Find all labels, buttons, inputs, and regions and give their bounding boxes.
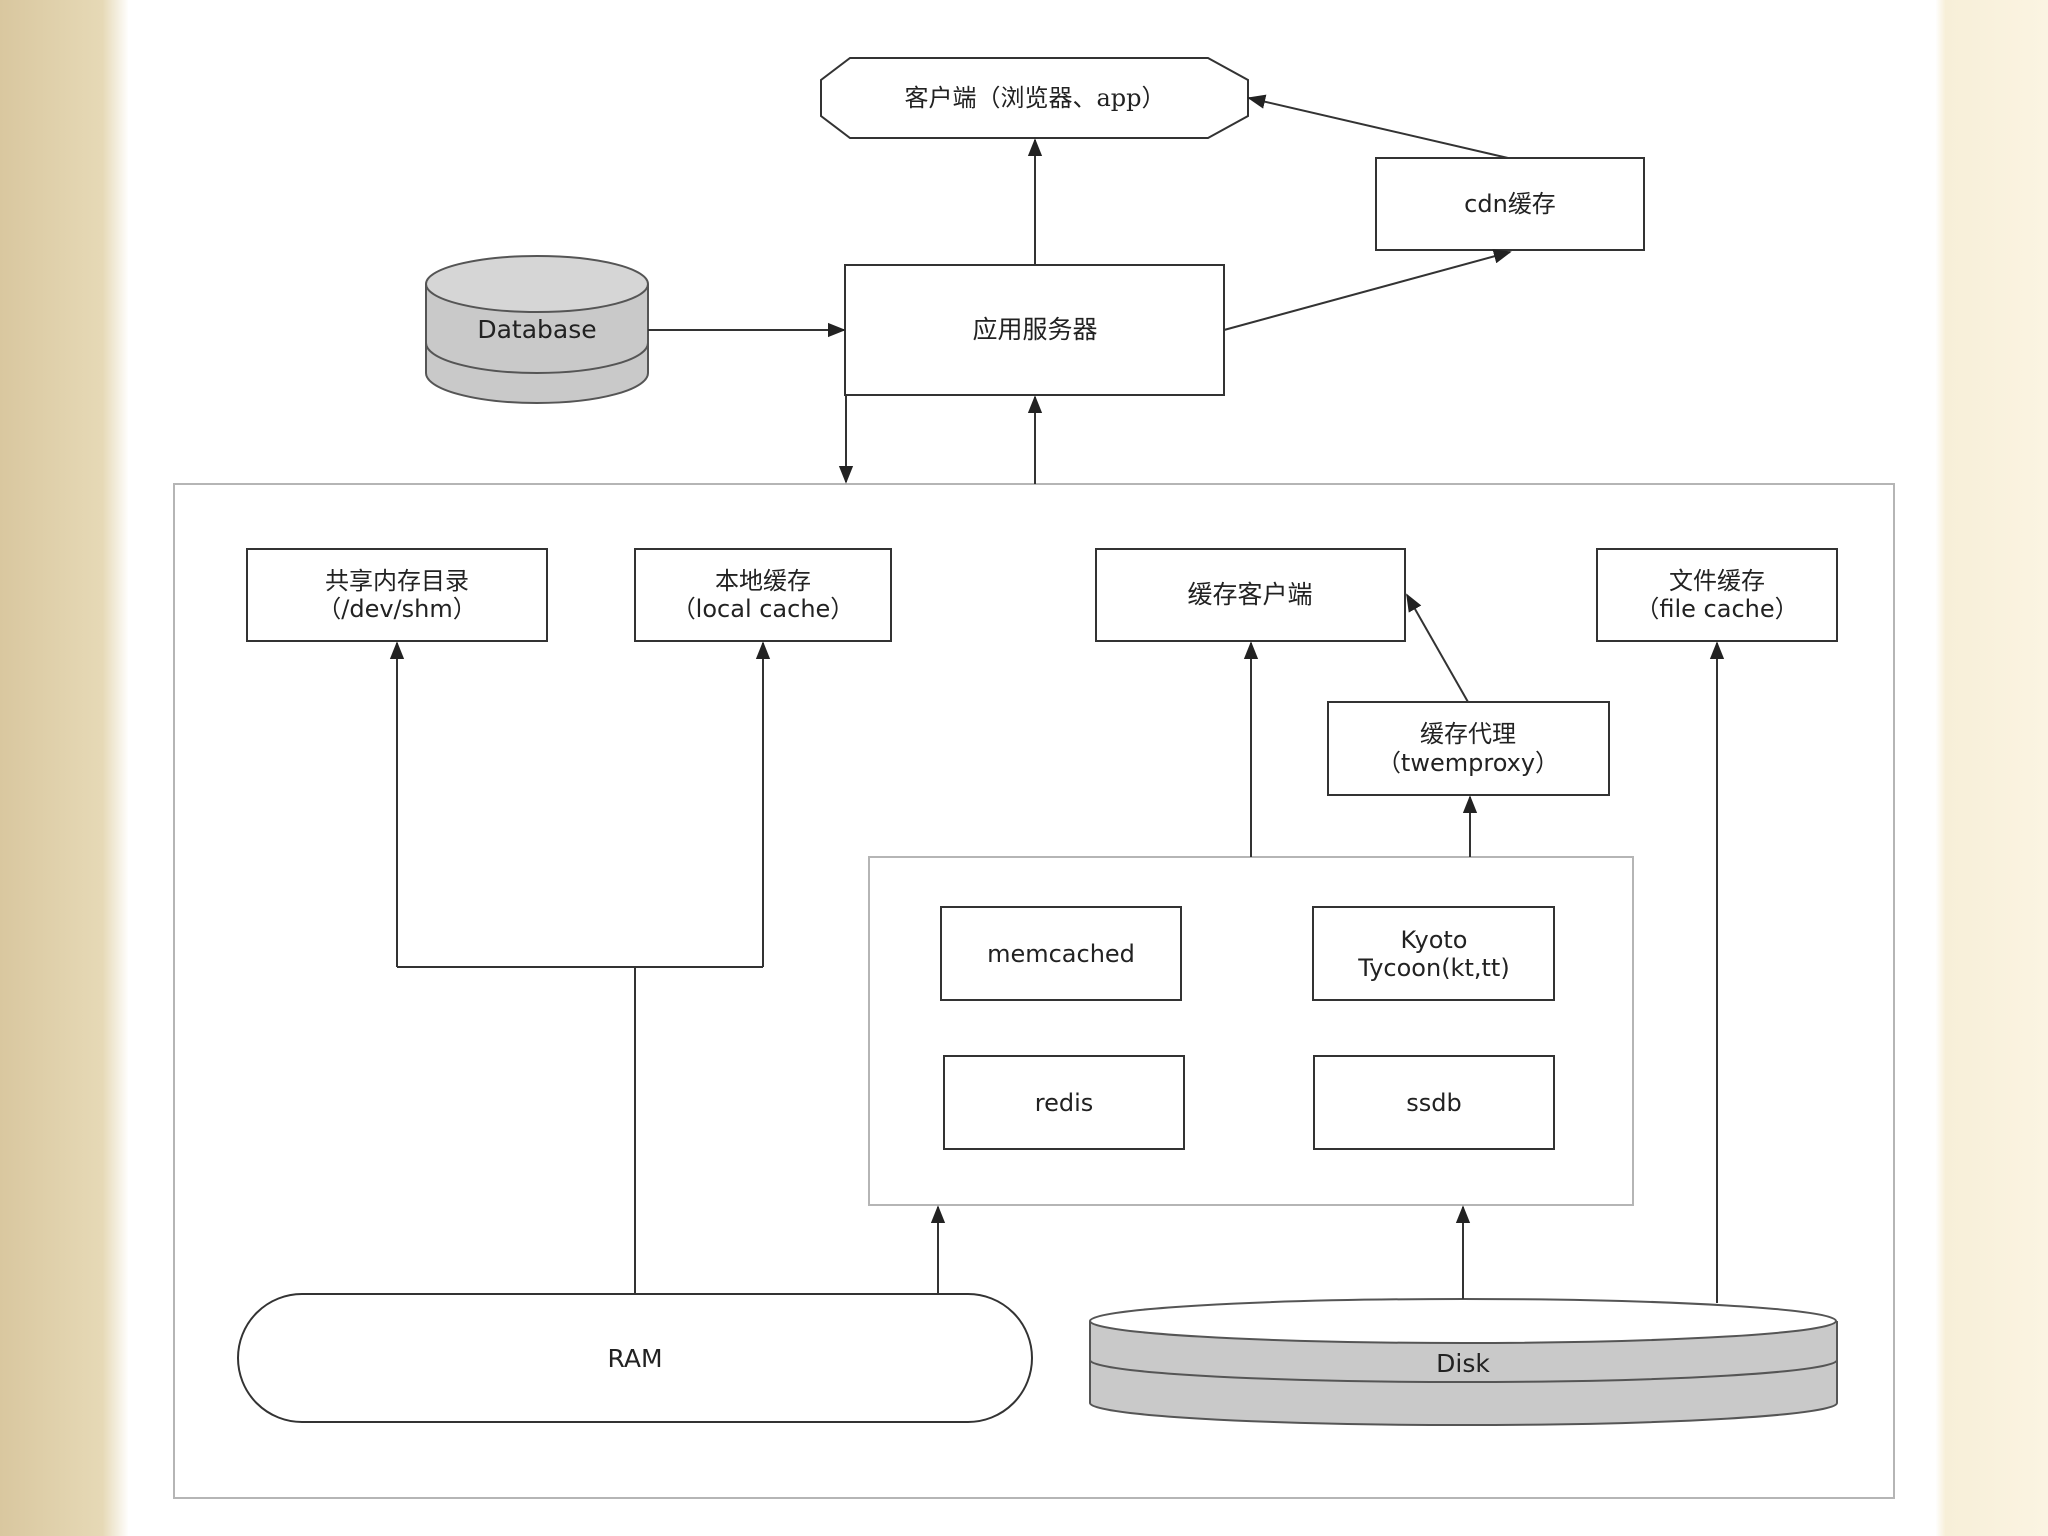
database-node: Database	[425, 255, 649, 404]
cdn-label: cdn缓存	[1464, 190, 1556, 218]
redis-label: redis	[1035, 1089, 1094, 1117]
file-cache-node: 文件缓存 （file cache）	[1596, 548, 1838, 642]
file-cache-label-line2: （file cache）	[1635, 595, 1798, 623]
local-cache-label-line1: 本地缓存	[715, 567, 811, 595]
ram-node: RAM	[237, 1293, 1033, 1423]
edge-app-to-cdn	[1223, 249, 1512, 331]
cache-proxy-label-line1: 缓存代理	[1420, 720, 1516, 748]
connectors	[389, 94, 1725, 1303]
cache-proxy-label-line2: （twemproxy）	[1377, 749, 1559, 777]
local-cache-label-line2: （local cache）	[672, 595, 855, 623]
cache-client-label: 缓存客户端	[1187, 580, 1312, 609]
edge-proxy-to-cache-client	[1406, 593, 1469, 703]
cache-proxy-node: 缓存代理 （twemproxy）	[1327, 701, 1610, 796]
app-server-label: 应用服务器	[972, 315, 1097, 344]
cdn-cache-node: cdn缓存	[1375, 157, 1645, 251]
disk-node: Disk	[1089, 1298, 1838, 1427]
edge-cdn-to-client	[1247, 94, 1509, 159]
database-label: Database	[477, 315, 596, 344]
memcached-node: memcached	[940, 906, 1182, 1001]
cache-client-node: 缓存客户端	[1095, 548, 1406, 642]
kyoto-label-line1: Kyoto	[1401, 926, 1468, 954]
slide-background	[128, 0, 1936, 1536]
shm-label-line1: 共享内存目录	[325, 567, 469, 595]
ram-label: RAM	[607, 1344, 662, 1373]
kyoto-label-line2: Tycoon(kt,tt)	[1357, 954, 1509, 982]
file-cache-label-line1: 文件缓存	[1669, 567, 1765, 595]
ssdb-node: ssdb	[1313, 1055, 1555, 1150]
memcached-label: memcached	[987, 940, 1135, 968]
app-server-node: 应用服务器	[844, 264, 1225, 396]
shm-label-line2: （/dev/shm）	[317, 595, 476, 623]
kyoto-node: Kyoto Tycoon(kt,tt)	[1312, 906, 1555, 1001]
ssdb-label: ssdb	[1406, 1089, 1461, 1117]
redis-node: redis	[943, 1055, 1185, 1150]
disk-label: Disk	[1436, 1349, 1490, 1378]
shm-node: 共享内存目录 （/dev/shm）	[246, 548, 548, 642]
client-node: 客户端（浏览器、app）	[820, 57, 1249, 139]
client-label: 客户端（浏览器、app）	[904, 84, 1165, 112]
local-cache-node: 本地缓存 （local cache）	[634, 548, 892, 642]
